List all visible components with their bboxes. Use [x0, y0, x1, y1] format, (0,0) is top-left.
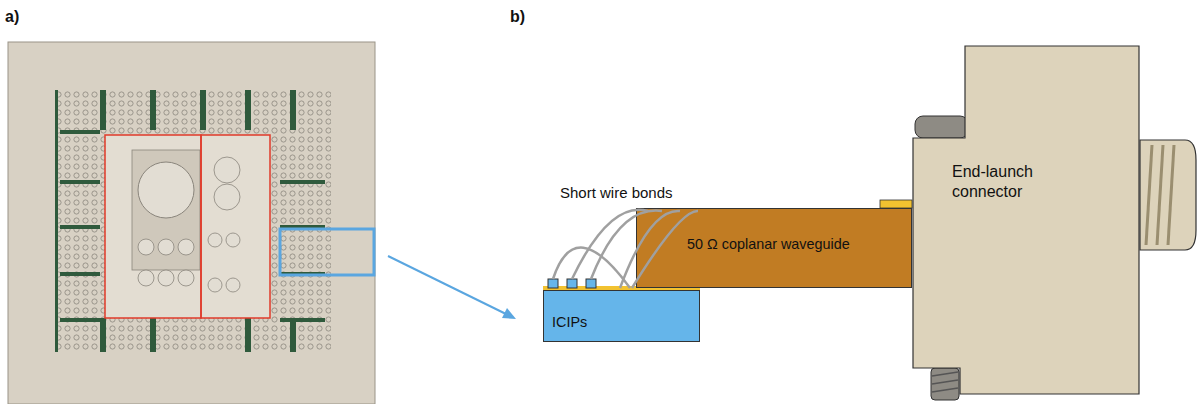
chip-box: ICIPs	[543, 290, 700, 342]
zoom-arrow	[388, 256, 506, 314]
knob	[915, 116, 968, 138]
small-pads	[138, 157, 240, 292]
node-text: 50 Ω coplanar waveguide	[687, 235, 911, 253]
region	[105, 135, 270, 318]
panel-label: a)	[5, 8, 19, 26]
waveguide-box: 50 Ω coplanar waveguide	[636, 208, 912, 288]
region	[132, 150, 200, 270]
center-pin	[880, 200, 912, 208]
node-text: ICIPs	[552, 313, 699, 331]
pad-grid	[55, 90, 331, 352]
bond-pads	[548, 279, 596, 288]
threads	[1146, 145, 1174, 245]
large-pad	[138, 162, 194, 218]
screw	[931, 368, 959, 400]
green-bars	[55, 90, 325, 352]
screw-threads	[932, 372, 958, 392]
panel-label: b)	[510, 8, 525, 26]
thread-cylinder	[1140, 140, 1196, 250]
node-text: End-launch connector	[952, 162, 1072, 202]
connector-outline	[912, 45, 1140, 395]
red-outline	[105, 135, 201, 318]
chip-photo	[8, 42, 375, 404]
highlight-box	[280, 229, 374, 275]
connector-body: End-launch connector	[912, 45, 1140, 395]
red-outline	[201, 135, 270, 318]
annotation: Short wire bonds	[560, 184, 673, 201]
arrow-head	[502, 308, 516, 319]
